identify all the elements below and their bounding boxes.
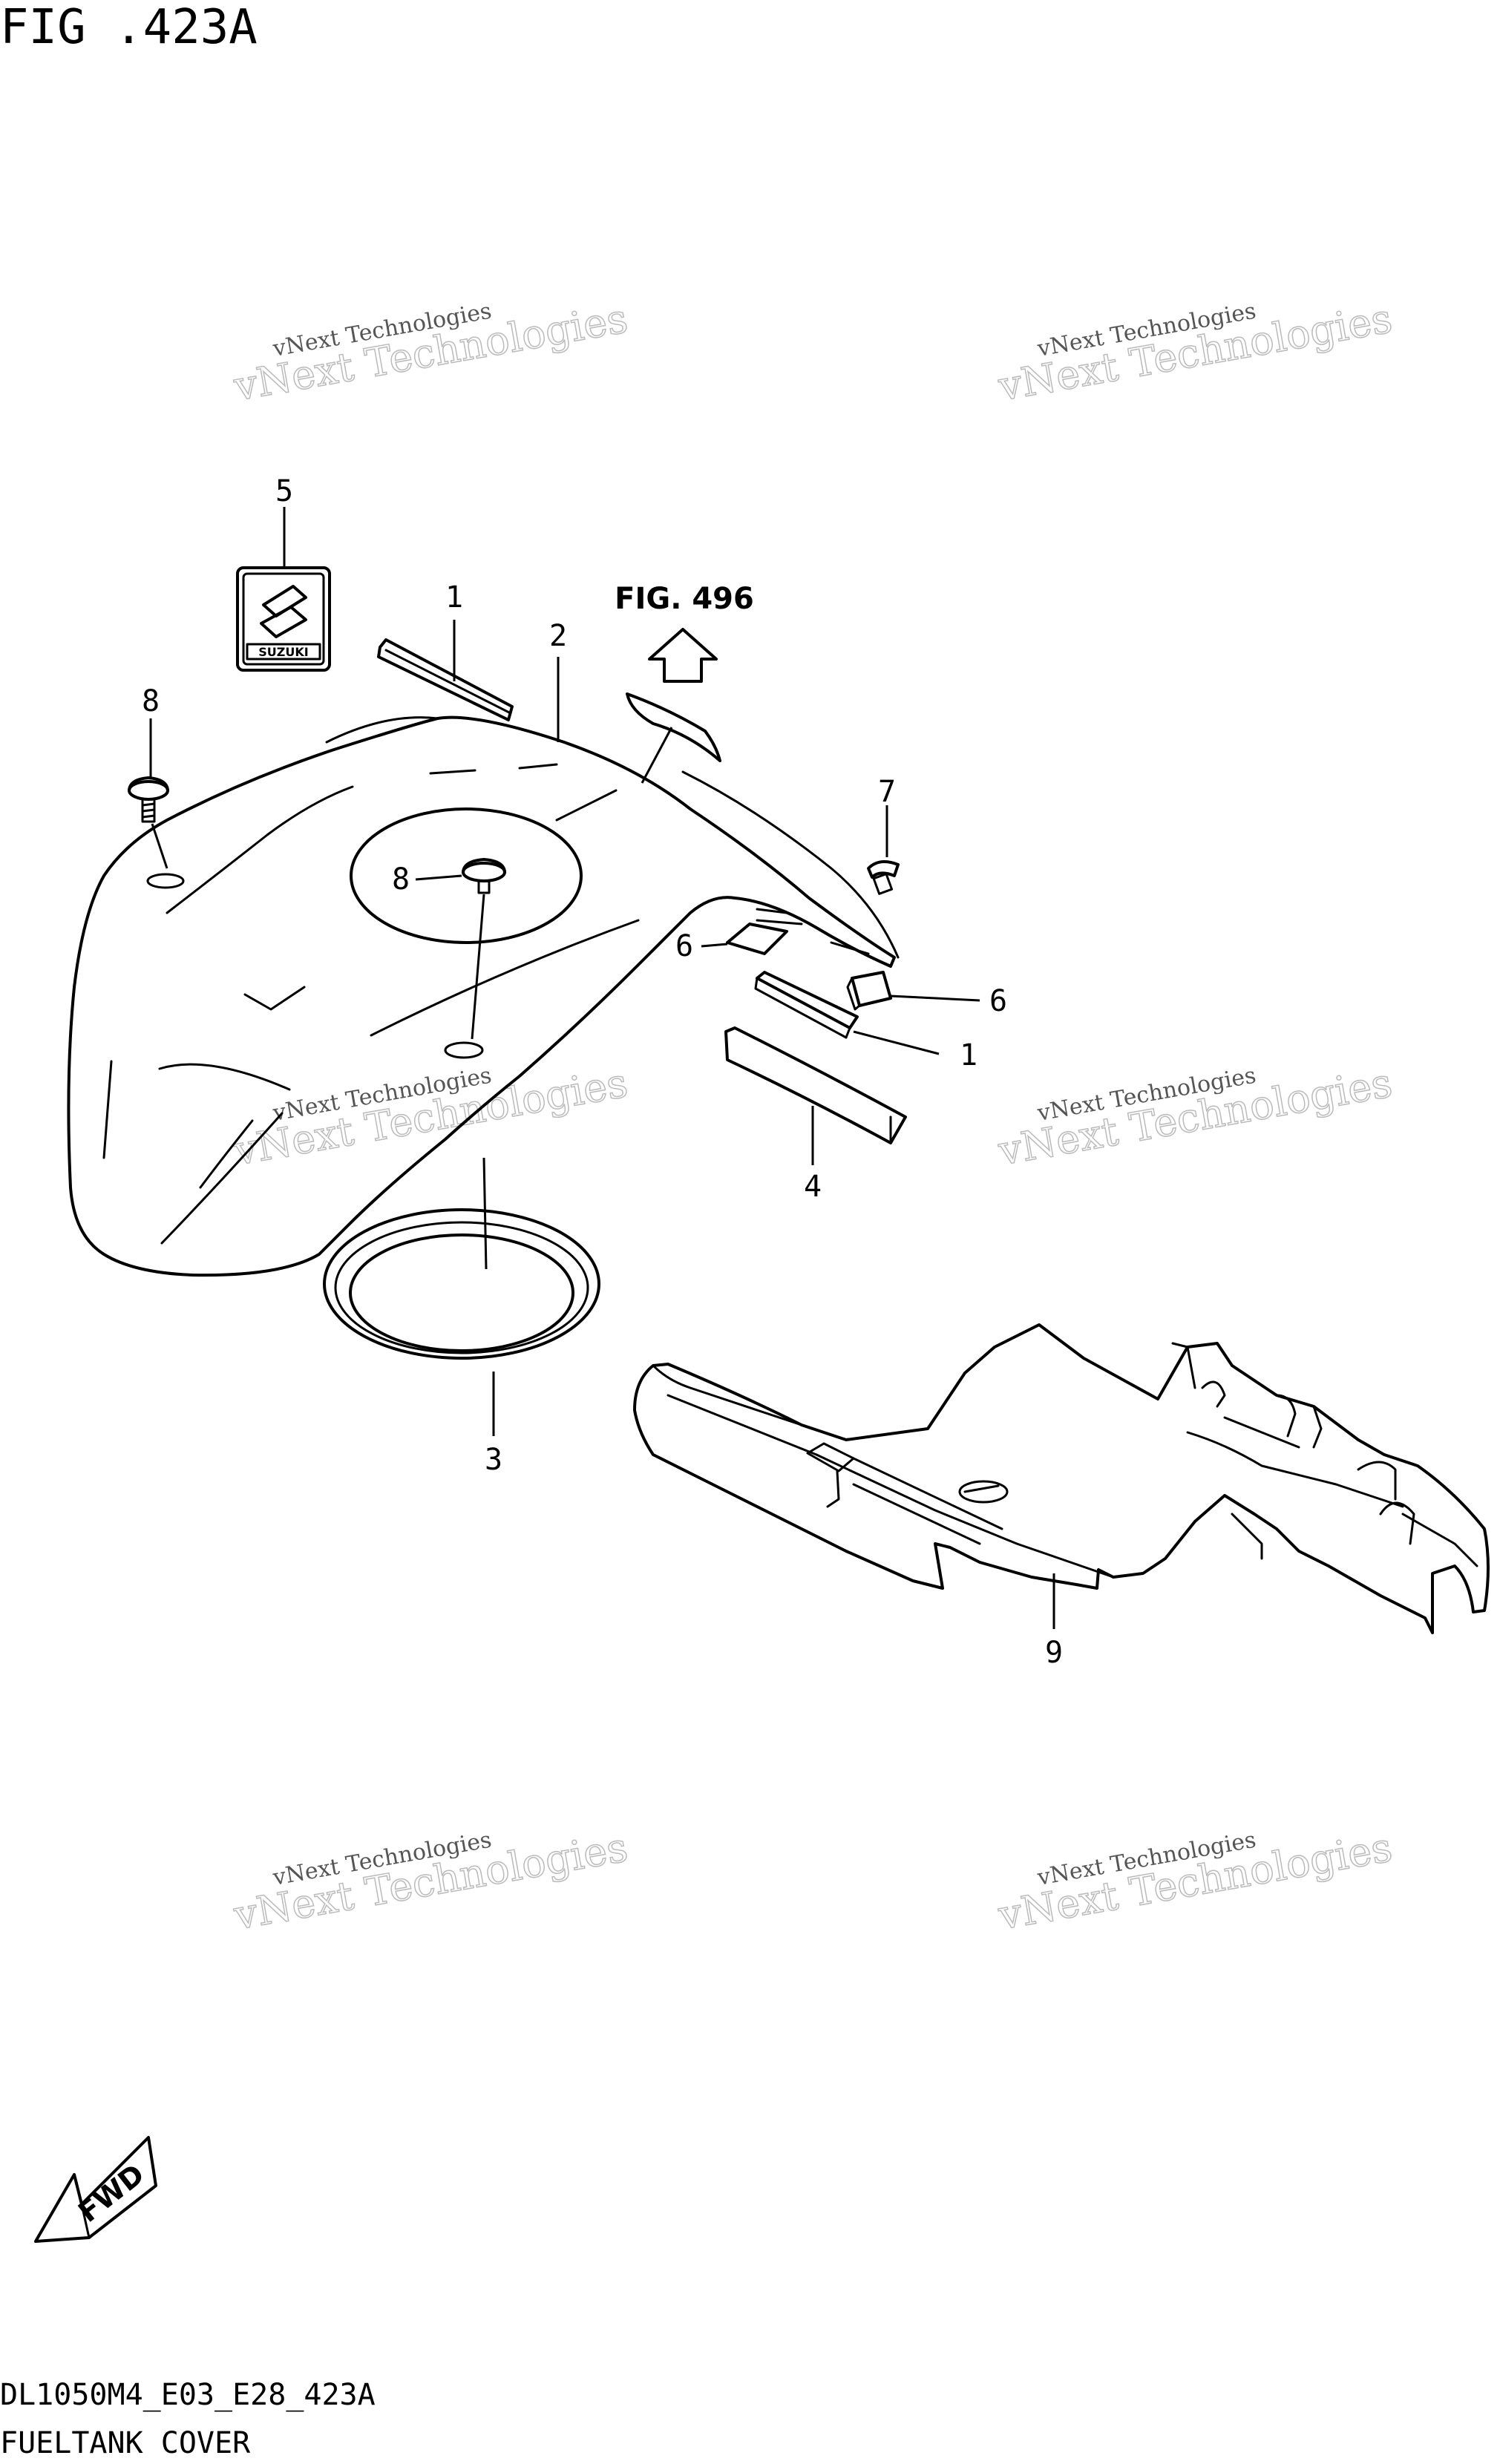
figure-caption: FUELTANK COVER [0, 2426, 251, 2460]
callout-1-lower: 1 [960, 1038, 977, 1072]
suzuki-logo-text: SUZUKI [258, 645, 308, 659]
watermark-4: vNext Technologies vNext Technologies [994, 1059, 1396, 1176]
callout-5: 5 [275, 474, 293, 508]
watermark-5: vNext Technologies vNext Technologies [229, 1824, 632, 1940]
part-1-strip-top: 1 [377, 580, 514, 721]
part-4-rubber-strip: 4 [724, 1026, 907, 1204]
model-code: DL1050M4_E03_E28_423A [0, 2378, 376, 2412]
callout-3: 3 [485, 1443, 502, 1477]
callout-2: 2 [549, 619, 567, 653]
callout-6-left: 6 [675, 929, 693, 963]
part-3-ring-seal: 3 [323, 1157, 600, 1477]
part-6-pad-right: 6 [846, 971, 1007, 1018]
part-5-emblem: SUZUKI 5 [236, 474, 331, 672]
part-9-bracket-cover: 9 [633, 1323, 1490, 1670]
part-8-screw-left: 8 [128, 684, 169, 869]
part-1-strip-lower: 1 [754, 971, 977, 1072]
figure-title: FIG .423A [0, 0, 258, 55]
wedge-piece [626, 692, 721, 784]
reference-label: FIG. 496 [615, 582, 754, 616]
watermark-1: vNext Technologies vNext Technologies [229, 295, 632, 411]
fwd-label: FWD [72, 2157, 150, 2229]
watermark-2: vNext Technologies vNext Technologies [994, 295, 1396, 411]
up-arrow-icon [648, 628, 718, 683]
callout-4: 4 [804, 1170, 822, 1204]
callout-group-2: 2 [549, 619, 567, 742]
callout-9: 9 [1045, 1636, 1063, 1670]
watermark-6: vNext Technologies vNext Technologies [994, 1824, 1396, 1940]
callout-7: 7 [878, 775, 896, 809]
part-7-screw: 7 [867, 775, 900, 895]
callout-8-center: 8 [392, 862, 410, 897]
fig-496-reference: FIG. 496 [615, 582, 754, 683]
callout-6-right: 6 [989, 984, 1007, 1018]
suzuki-s-icon [262, 585, 307, 617]
part-8-screw-center: 8 [392, 858, 506, 1040]
fwd-arrow-icon: FWD [34, 2136, 157, 2243]
callout-1-top: 1 [445, 580, 463, 615]
part-2-fuel-tank-cover [67, 715, 900, 1277]
callout-8-left: 8 [142, 684, 160, 718]
part-6-pad-left: 6 [675, 923, 788, 963]
